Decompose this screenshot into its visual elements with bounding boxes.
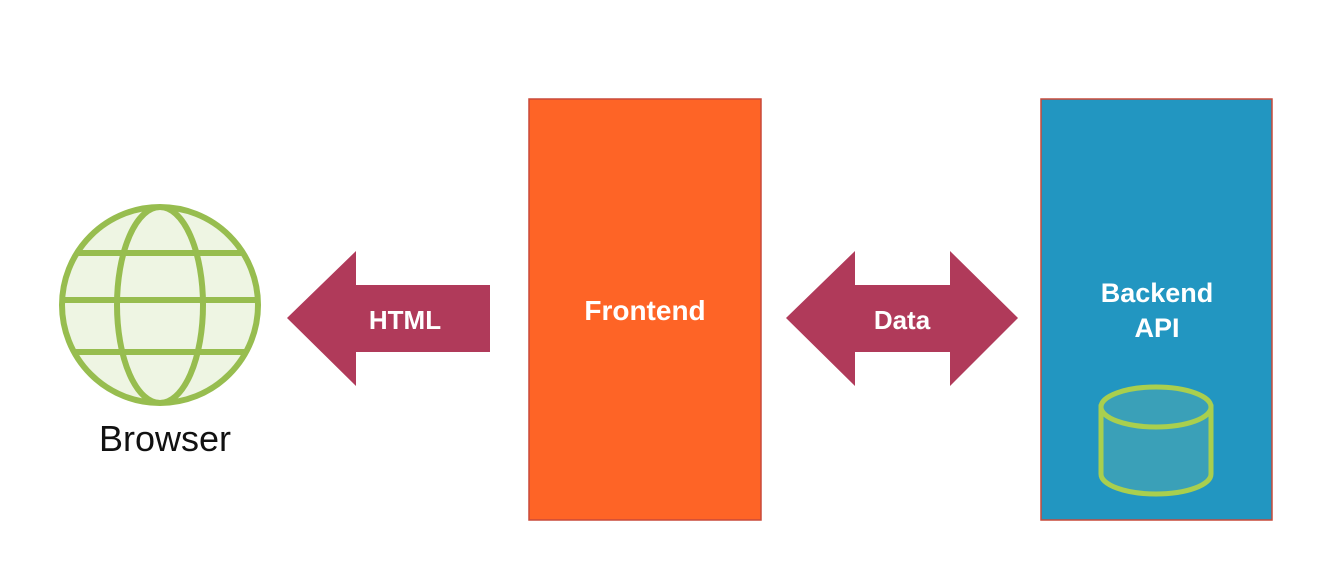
backend-label-line2: API [1134, 313, 1179, 343]
data-arrow [786, 251, 1018, 386]
html-arrow-label: HTML [369, 305, 441, 335]
html-arrow [287, 251, 490, 386]
database-icon [1098, 384, 1214, 497]
data-arrow-label: Data [874, 305, 931, 335]
frontend-box [528, 98, 762, 521]
backend-label-line1: Backend [1101, 278, 1214, 308]
frontend-label: Frontend [584, 295, 705, 326]
globe-icon [59, 204, 261, 406]
browser-label: Browser [99, 418, 231, 459]
